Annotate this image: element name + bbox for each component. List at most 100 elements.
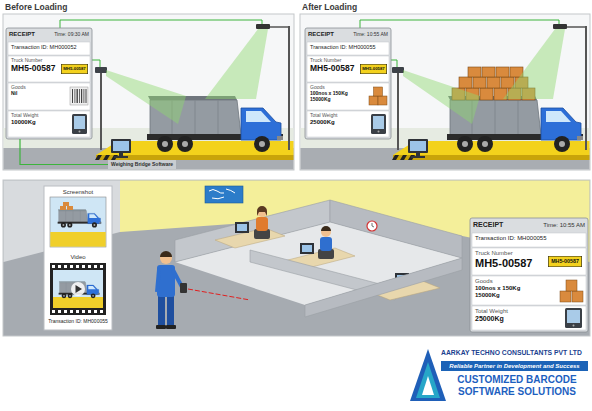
office-scene (572, 291, 583, 302)
after-loading-scene (410, 141, 426, 151)
before-loading-scene (60, 20, 262, 28)
media-card-background (52, 310, 55, 313)
after-loading-scene (408, 139, 428, 153)
media-card-background (64, 310, 67, 313)
standing-man (157, 270, 159, 292)
node-text: Reliable Partner in Development and Succ… (441, 361, 588, 371)
node-text: 25000Kg (475, 315, 583, 323)
after-loading-scene (305, 28, 391, 139)
node-text: Time: 10:55 AM (543, 222, 585, 229)
standing-man (160, 252, 172, 264)
media-card-background (50, 197, 106, 247)
goods-row: GoodsNil (8, 83, 90, 110)
before-loading-scene (83, 89, 85, 103)
company-logo (422, 376, 434, 395)
before-loading-scene (256, 24, 270, 29)
before-loading-scene (113, 141, 129, 151)
office-scene (257, 206, 267, 216)
transaction-row: Transaction ID: MH000052 (8, 42, 90, 55)
node-text: RECEIPT (9, 31, 35, 38)
office-scene (367, 221, 377, 231)
office-scene (320, 237, 332, 251)
before-loading-scene (111, 139, 131, 153)
tagline-band: Reliable Partner in Development and Succ… (441, 361, 588, 371)
cargo-boxes (459, 77, 472, 88)
media-card-background (60, 206, 66, 210)
office-scene (256, 217, 268, 231)
company-logo (410, 349, 446, 401)
after-loading-scene (416, 153, 420, 156)
node-text: Weighing Bridge Software (111, 160, 173, 169)
media-card-background (63, 202, 69, 206)
media-card-background (76, 310, 79, 313)
office-scene (205, 186, 243, 203)
node-text: Transaction ID: MH000055 (475, 235, 583, 242)
node-text: Transaction ID: MH000055 (310, 44, 386, 50)
node-text: RECEIPT (473, 221, 503, 229)
office-scene (305, 258, 462, 317)
number-plate: MH5-00587 (548, 256, 582, 267)
company-logo (410, 349, 446, 401)
node-text: Screenshot (44, 189, 112, 196)
node-text: Nil (11, 91, 87, 97)
loading-panel: Before LoadingRECEIPTTime: 09:30 AMTrans… (3, 14, 294, 170)
media-card-background (70, 310, 73, 313)
cargo-boxes (468, 67, 481, 77)
media-card-background (53, 270, 103, 308)
node-text: Video (44, 254, 112, 261)
before-loading-scene (92, 60, 100, 67)
before-loading-scene (268, 26, 289, 28)
media-card-background (88, 310, 91, 313)
media-card-background (76, 265, 79, 268)
receipt-card: RECEIPTTime: 09:30 AMTransaction ID: MH0… (6, 28, 92, 139)
before-loading-scene (3, 14, 294, 170)
media-card-background (58, 265, 61, 268)
receipt-card: RECEIPT Time: 10:55 AM Transaction ID: MH0… (470, 218, 588, 332)
media-card-background (52, 265, 55, 268)
before-loading-scene (70, 87, 88, 105)
node-text: RECEIPT (308, 31, 334, 38)
transaction-row: Transaction ID: MH000055 (307, 42, 389, 55)
cargo-boxes (496, 67, 509, 77)
media-card-background (64, 265, 67, 268)
node-text: Total Weight (475, 308, 583, 315)
office-scene (237, 224, 247, 231)
standing-man (158, 296, 165, 326)
after-loading-scene (503, 29, 565, 99)
after-loading-scene (300, 14, 590, 170)
before-loading-scene (6, 28, 92, 139)
before-loading-scene (74, 89, 76, 103)
media-card-background (50, 232, 105, 247)
node-text: MH5-00587 (63, 67, 85, 72)
office-scene (372, 226, 374, 227)
before-loading-scene (95, 67, 107, 73)
standing-man (166, 325, 176, 329)
receipt-card: RECEIPT Time: 10:55 AM Transaction ID: MH0… (305, 28, 391, 139)
office-scene (330, 200, 462, 258)
cargo-boxes (482, 67, 495, 77)
node-text: MH5-00587 (362, 67, 384, 72)
before-loading-scene (100, 72, 102, 150)
company-logo (416, 362, 440, 398)
office-scene (321, 227, 331, 237)
connector-line (20, 139, 108, 165)
weight-row: Total Weight10000Kg (8, 111, 90, 137)
office-scene (235, 222, 249, 233)
node-text: Before Loading (5, 3, 67, 13)
before-loading-scene (3, 14, 294, 170)
media-card-background (100, 310, 103, 313)
node-text: Total Weight (11, 113, 87, 119)
node-text: MH5-00587 (551, 258, 579, 264)
before-loading-scene (205, 29, 268, 99)
media-card-background (53, 297, 103, 308)
after-loading-scene (391, 60, 397, 67)
before-loading-scene (106, 70, 186, 124)
office-scene (566, 280, 577, 291)
company-name: AARKAY TECHNO CONSULTANTS PVT LTD (441, 349, 588, 357)
office-scene (3, 180, 590, 336)
office-scene (257, 207, 267, 217)
node-text: Time: 10:55 AM (353, 32, 388, 38)
software-label: Weighing Bridge Software (108, 160, 176, 169)
cargo-boxes (473, 77, 486, 88)
